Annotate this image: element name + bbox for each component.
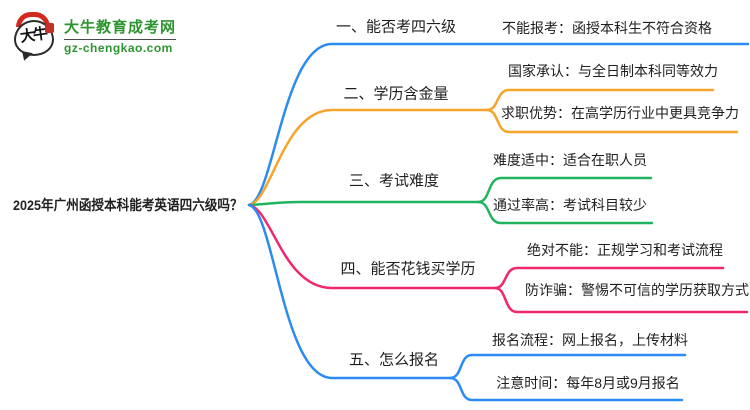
- branch-2-lines: [247, 88, 739, 207]
- logo-red-arc: [16, 12, 50, 27]
- branch-5-label: 五、怎么报名: [348, 351, 440, 369]
- branch-1-child-1: 不能报考：函授本科生不符合资格: [502, 19, 712, 36]
- branch-1-label: 一、能否考四六级: [335, 18, 457, 36]
- branch-4-curve: [247, 203, 497, 290]
- branch-2-child-2: 求职优势：在高学历行业中更具竞争力: [501, 104, 739, 121]
- branch-3-curve: [247, 200, 480, 207]
- branch-1-lines: [247, 42, 750, 207]
- logo-text-block: 大牛教育成考网 gz-chengkao.com: [64, 16, 177, 55]
- branch-3-child-2-line: [476, 200, 654, 225]
- branch-5-child-2: 注意时间：每年8月或9月报名: [496, 374, 680, 391]
- branch-2-child-1-line: [485, 88, 715, 112]
- branch-5-child-1-line: [448, 353, 687, 380]
- branch-2-label: 二、学历含金量: [343, 85, 449, 103]
- branch-3-lines: [247, 176, 654, 225]
- branch-3-child-1: 难度适中：适合在职人员: [493, 151, 647, 168]
- logo-separator: [64, 38, 177, 40]
- branch-3-child-2: 通过率高：考试科目较少: [493, 196, 647, 213]
- logo-red-seal-icon: [45, 23, 54, 33]
- branch-4-child-2: 防诈骗：警惕不可信的学历获取方式: [525, 281, 749, 298]
- branch-4-child-1: 绝对不能：正规学习和考试流程: [527, 241, 723, 258]
- branch-2-child-2-line: [485, 108, 739, 134]
- logo-title: 大牛教育成考网: [64, 18, 177, 36]
- branch-5-curve: [247, 203, 452, 380]
- logo-domain: gz-chengkao.com: [64, 40, 173, 55]
- branch-4-lines: [247, 203, 749, 314]
- site-logo[interactable]: 大牛 大牛教育成考网 gz-chengkao.com: [13, 12, 177, 63]
- branch-4-label: 四、能否花钱买学历: [340, 260, 476, 278]
- branch-4-child-1-line: [493, 266, 725, 290]
- branch-5-child-2-line: [448, 376, 684, 402]
- branch-4-child-2-line: [493, 286, 749, 314]
- branch-2-curve: [247, 108, 489, 207]
- branch-3-child-1-line: [476, 176, 653, 204]
- branch-5-lines: [247, 203, 687, 402]
- branch-2-child-1: 国家承认：与全日制本科同等效力: [508, 62, 718, 79]
- logo-speech-bubble-icon: 大牛: [13, 12, 57, 63]
- branch-1-curve: [247, 42, 750, 207]
- branch-5-child-1: 报名流程：网上报名，上传材料: [492, 331, 688, 348]
- branch-3-label: 三、考试难度: [348, 172, 440, 190]
- root-topic: 2025年广州函授本科能考英语四六级吗？: [13, 196, 243, 213]
